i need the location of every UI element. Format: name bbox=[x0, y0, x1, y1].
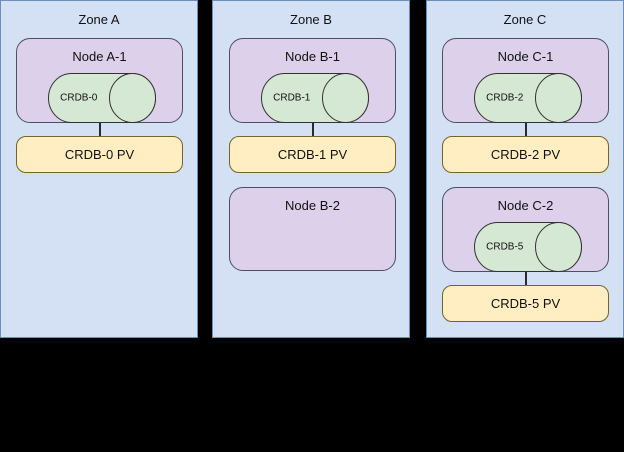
node-label-node-b-2: Node B-2 bbox=[285, 198, 340, 213]
zone-title-zone-c: Zone C bbox=[503, 12, 547, 27]
pod-cylinder-crdb-5[interactable]: CRDB-5 bbox=[474, 222, 582, 272]
pod-cylinder-crdb-0[interactable]: CRDB-0 bbox=[48, 73, 156, 123]
pod-cylinder-crdb-2[interactable]: CRDB-2 bbox=[474, 73, 582, 123]
node-label-node-c-2: Node C-2 bbox=[497, 198, 554, 213]
zone-title-zone-b: Zone B bbox=[290, 12, 332, 27]
pod-pv-connector-node-a-1 bbox=[99, 122, 101, 137]
persistent-volume-label: CRDB-2 PV bbox=[490, 147, 561, 162]
persistent-volume-crdb-2-pv[interactable]: CRDB-2 PV bbox=[442, 136, 609, 173]
pod-cylinder-shape bbox=[474, 222, 582, 272]
node-label-node-b-1: Node B-1 bbox=[285, 49, 340, 64]
node-label-node-c-1: Node C-1 bbox=[497, 49, 554, 64]
pod-cylinder-shape bbox=[474, 73, 582, 123]
pod-cylinder-shape bbox=[48, 73, 156, 123]
pod-cylinder-shape bbox=[261, 73, 369, 123]
persistent-volume-crdb-5-pv[interactable]: CRDB-5 PV bbox=[442, 285, 609, 322]
persistent-volume-crdb-0-pv[interactable]: CRDB-0 PV bbox=[16, 136, 183, 173]
pod-cylinder-crdb-1[interactable]: CRDB-1 bbox=[261, 73, 369, 123]
pod-pv-connector-node-b-1 bbox=[312, 122, 314, 137]
node-box-node-b-2[interactable]: Node B-2 bbox=[229, 187, 396, 271]
persistent-volume-label: CRDB-5 PV bbox=[490, 296, 561, 311]
zone-title-zone-a: Zone A bbox=[78, 12, 120, 27]
persistent-volume-label: CRDB-0 PV bbox=[64, 147, 135, 162]
pod-pv-connector-node-c-2 bbox=[525, 271, 527, 286]
persistent-volume-label: CRDB-1 PV bbox=[277, 147, 348, 162]
pod-pv-connector-node-c-1 bbox=[525, 122, 527, 137]
node-label-node-a-1: Node A-1 bbox=[72, 49, 127, 64]
persistent-volume-crdb-1-pv[interactable]: CRDB-1 PV bbox=[229, 136, 396, 173]
